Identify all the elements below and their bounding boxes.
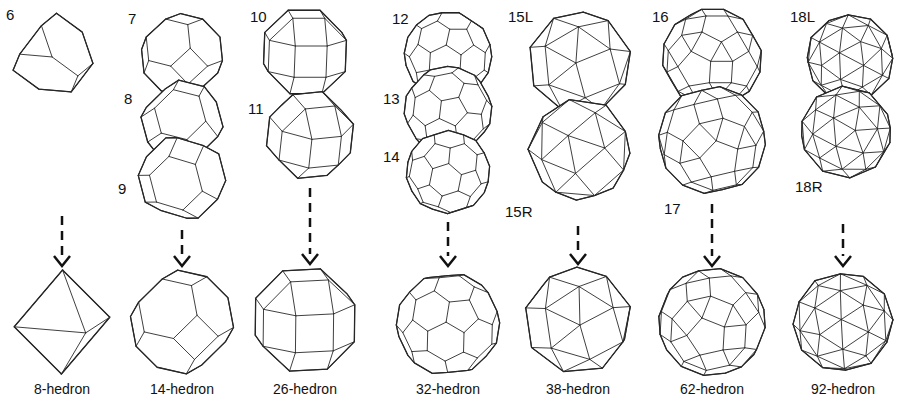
arrow-head — [174, 256, 190, 266]
arrow-head — [302, 254, 318, 264]
polyhedron-edges — [267, 92, 354, 179]
cluster-number: 9 — [118, 180, 126, 197]
cluster-number: 14 — [383, 148, 400, 165]
polyhedron-outline — [406, 130, 489, 213]
polyhedron — [14, 270, 110, 374]
polyhedron-outline — [530, 12, 630, 110]
polyhedron-edges — [138, 138, 225, 218]
polyhedron-outline — [802, 86, 891, 178]
arrow-head — [835, 256, 851, 266]
polyhedron-outline — [659, 87, 766, 194]
polyhedron-name: 62-hedron — [680, 381, 744, 397]
polyhedron-edges — [255, 269, 355, 371]
dashed-arrow-shaft — [181, 230, 184, 256]
polyhedron-outline — [138, 138, 225, 218]
arrow-head — [704, 256, 720, 266]
polyhedron-edges — [406, 130, 489, 213]
cluster-number: 18R — [795, 178, 823, 195]
polyhedron-edges — [530, 12, 630, 110]
polyhedron-name: 14-hedron — [150, 381, 214, 397]
cluster-number: 15L — [508, 8, 533, 25]
polyhedron-edges — [14, 270, 110, 374]
polyhedron — [530, 12, 630, 110]
polyhedron — [802, 86, 891, 178]
polyhedron-edges — [659, 269, 765, 376]
cluster-number: 10 — [250, 8, 267, 25]
polyhedron-edges — [659, 87, 766, 194]
polyhedron-name: 32-hedron — [416, 381, 480, 397]
polyhedron-name: 26-hedron — [273, 381, 337, 397]
polyhedron-edges — [396, 275, 499, 374]
polyhedron-edges — [264, 10, 347, 93]
polyhedron — [659, 269, 765, 376]
polyhedron — [13, 13, 93, 92]
polyhedron — [406, 130, 489, 213]
polyhedron-edges — [793, 274, 893, 370]
polyhedron-outline — [793, 274, 893, 370]
cluster-number: 12 — [392, 10, 409, 27]
polyhedron — [264, 10, 347, 93]
arrow-head — [440, 256, 456, 266]
arrow-head — [570, 254, 586, 264]
polyhedron-name: 8-hedron — [34, 381, 90, 397]
polyhedron-outline — [659, 269, 765, 376]
dashed-arrow-shaft — [447, 222, 450, 256]
polyhedron — [526, 267, 631, 371]
polyhedron — [255, 269, 355, 371]
polyhedron-edges — [130, 270, 233, 374]
polyhedron — [130, 270, 233, 374]
polyhedron-outline — [255, 269, 355, 371]
arrow-head — [54, 256, 70, 266]
polyhedron-edges — [802, 86, 891, 178]
dashed-arrow-shaft — [577, 226, 580, 254]
polyhedron — [267, 92, 354, 179]
dashed-arrow-shaft — [711, 204, 714, 256]
cluster-number: 16 — [652, 8, 669, 25]
polyhedron-outline — [526, 267, 631, 371]
cluster-number: 13 — [383, 90, 400, 107]
cluster-number: 18L — [790, 8, 815, 25]
polyhedron — [138, 138, 225, 218]
polyhedron-outline — [13, 13, 93, 92]
polyhedron-edges — [528, 100, 630, 201]
cluster-number: 15R — [505, 203, 533, 220]
dashed-arrow-shaft — [842, 224, 845, 256]
polyhedron-outline — [267, 92, 354, 179]
polyhedron-edges — [526, 267, 631, 371]
polyhedron — [793, 274, 893, 370]
polyhedron — [528, 100, 630, 201]
polyhedron — [396, 275, 499, 374]
polyhedron — [659, 87, 766, 194]
polyhedron-name: 92-hedron — [811, 381, 875, 397]
polyhedron-name: 38-hedron — [546, 381, 610, 397]
polyhedron-edges — [13, 13, 93, 92]
cluster-number: 17 — [664, 200, 681, 217]
cluster-number: 8 — [124, 90, 132, 107]
cluster-number: 7 — [128, 10, 136, 27]
cluster-number: 6 — [6, 6, 14, 23]
polyhedron-outline — [264, 10, 347, 93]
polyhedron-outline — [528, 100, 630, 201]
polyhedron-outline — [14, 270, 110, 374]
polyhedron-outline — [130, 270, 233, 374]
cluster-number: 11 — [248, 100, 264, 117]
dashed-arrow-shaft — [61, 216, 64, 256]
polyhedron-outline — [396, 275, 499, 374]
dashed-arrow-shaft — [309, 188, 312, 254]
